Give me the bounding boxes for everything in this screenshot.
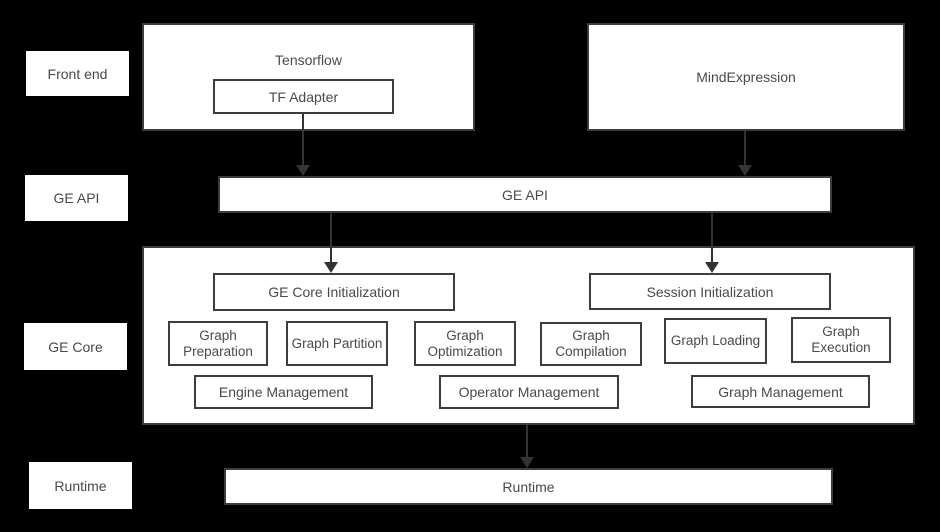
tf-adapter-box: TF Adapter bbox=[213, 79, 394, 114]
graph-preparation-box: Graph Preparation bbox=[168, 321, 268, 366]
runtime-box: Runtime bbox=[224, 468, 833, 505]
engine-management-box: Engine Management bbox=[194, 375, 373, 409]
arrow-head-icon bbox=[705, 262, 719, 273]
arrow-shaft bbox=[302, 114, 304, 167]
graph-optimization-box: Graph Optimization bbox=[414, 321, 516, 366]
graph-optimization-label: Graph Optimization bbox=[427, 327, 503, 359]
arrow-mindexpression-to-ge-api bbox=[738, 131, 752, 176]
arrow-shaft bbox=[330, 213, 332, 264]
graph-management-box: Graph Management bbox=[691, 375, 870, 408]
graph-compilation-label: Graph Compilation bbox=[555, 328, 627, 359]
arrow-ge-api-to-session-initialization bbox=[705, 213, 719, 273]
graph-preparation-label: Graph Preparation bbox=[183, 327, 253, 359]
layer-label-front-end: Front end bbox=[26, 51, 129, 96]
arrow-head-icon bbox=[520, 457, 534, 468]
graph-execution-box: Graph Execution bbox=[791, 317, 891, 363]
arrow-head-icon bbox=[324, 262, 338, 273]
session-initialization-box: Session Initialization bbox=[589, 273, 831, 310]
graph-partition-label: Graph Partition bbox=[291, 335, 383, 351]
layer-label-runtime: Runtime bbox=[29, 462, 132, 509]
arrow-shaft bbox=[744, 131, 746, 167]
layer-label-ge-core: GE Core bbox=[24, 323, 127, 370]
ge-core-box: GE Core Initialization Session Initializ… bbox=[142, 246, 915, 425]
arrow-ge-core-to-runtime bbox=[520, 425, 534, 468]
arrow-shaft bbox=[526, 425, 528, 459]
tensorflow-box: Tensorflow TF Adapter bbox=[142, 23, 475, 131]
graph-loading-box: Graph Loading bbox=[664, 318, 767, 364]
runtime-label: Runtime bbox=[502, 478, 555, 495]
ge-api-box: GE API bbox=[218, 176, 832, 213]
mindexpression-label: MindExpression bbox=[696, 69, 796, 85]
ge-core-initialization-box: GE Core Initialization bbox=[213, 273, 455, 311]
session-initialization-label: Session Initialization bbox=[646, 283, 774, 300]
arrow-ge-api-to-ge-core-initialization bbox=[324, 213, 338, 273]
arrow-head-icon bbox=[738, 165, 752, 176]
layer-label-ge-api: GE API bbox=[25, 175, 128, 221]
graph-partition-box: Graph Partition bbox=[286, 321, 388, 366]
graph-management-label: Graph Management bbox=[718, 383, 843, 400]
arrow-head-icon bbox=[296, 165, 310, 176]
tf-adapter-label: TF Adapter bbox=[268, 88, 339, 105]
operator-management-label: Operator Management bbox=[458, 384, 600, 400]
engine-management-label: Engine Management bbox=[218, 384, 349, 400]
arrow-shaft bbox=[711, 213, 713, 264]
ge-api-label: GE API bbox=[502, 186, 548, 203]
graph-compilation-box: Graph Compilation bbox=[540, 322, 642, 366]
ge-core-initialization-label: GE Core Initialization bbox=[268, 284, 400, 300]
mindexpression-box: MindExpression bbox=[587, 23, 905, 131]
graph-execution-label: Graph Execution bbox=[811, 324, 871, 355]
arrow-tf-adapter-to-ge-api bbox=[296, 114, 310, 176]
operator-management-box: Operator Management bbox=[439, 375, 619, 409]
graph-loading-label: Graph Loading bbox=[670, 333, 761, 349]
tensorflow-label: Tensorflow bbox=[275, 52, 342, 68]
